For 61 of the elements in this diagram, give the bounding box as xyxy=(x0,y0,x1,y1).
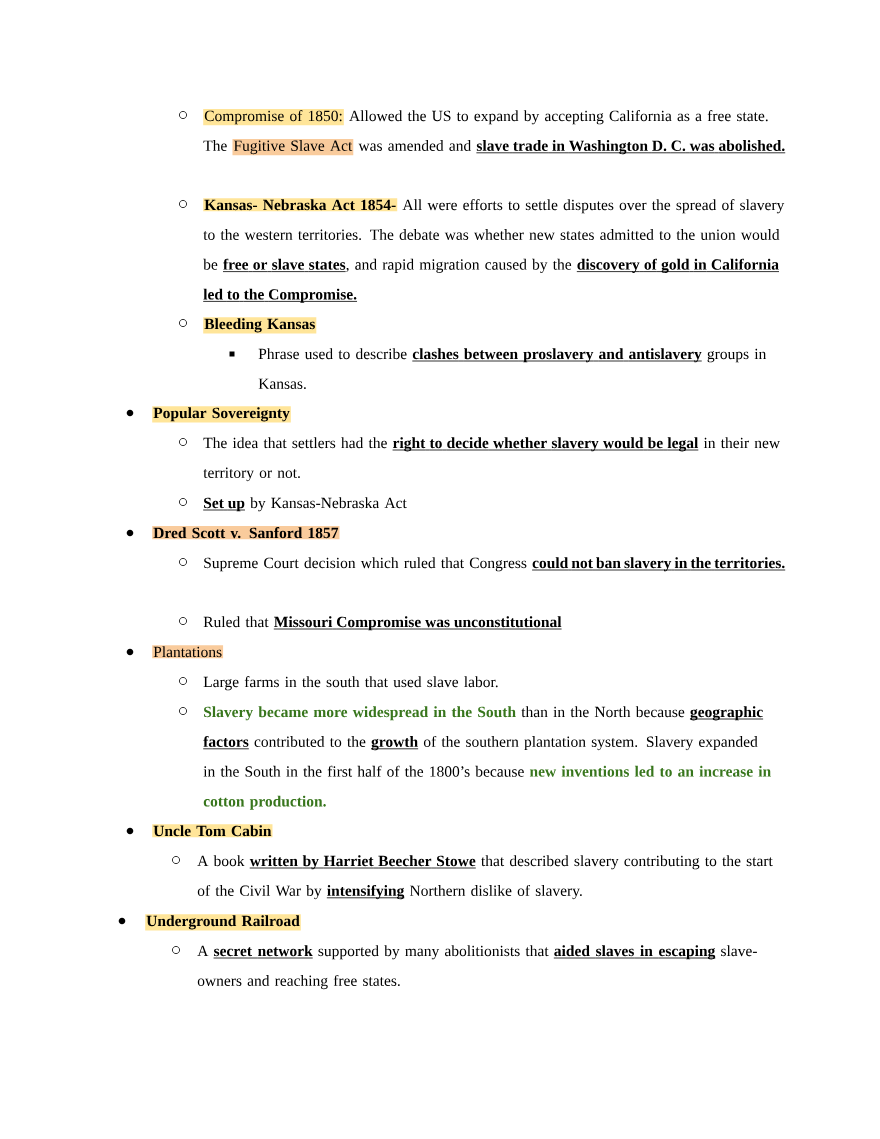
note-text: The idea that settlers had the right to decide whether slavery would be legal in their new territory or not. xyxy=(203,437,781,482)
note-text: A secret network supported by many abolitionists that aided slaves in escaping slave-owners and reaching free states. xyxy=(197,945,757,990)
note-text: A book written by Harriet Beecher Stowe that described slavery contributing to the start of the Civil War by intensifying Northern dislike of slavery. xyxy=(197,855,773,900)
label: right to decide whether slavery would be legal xyxy=(393,437,699,452)
label: supported by many abolitionists that xyxy=(318,945,549,960)
heading-text: Bleeding Kansas xyxy=(203,317,317,334)
label: aided slaves in escaping xyxy=(554,945,716,960)
label: cotton production. xyxy=(203,795,326,810)
heading-text: Uncle Tom Cabin xyxy=(152,824,273,838)
label: slave- xyxy=(721,945,757,957)
label: owners and reaching free states. xyxy=(197,974,400,990)
note-text: Compromise of 1850: Allowed the US to expand by accepting California as a free state. The Fugitive Slave Act was amended and slave trade in Washington D. C. was abolished. xyxy=(203,109,786,156)
label: geographic xyxy=(690,706,763,721)
label: contributed to the xyxy=(254,736,366,747)
label: Allowed the US to expand by accepting California as a free state. xyxy=(349,110,768,125)
label: clashes between proslavery and antislavery xyxy=(412,348,702,363)
label: than in the North because xyxy=(521,706,685,718)
label: free or slave states xyxy=(223,258,346,270)
label: Compromise of 1850: xyxy=(204,110,342,125)
label: secret network xyxy=(214,945,313,957)
note-text: Ruled that Missouri Compromise was unconstitutional xyxy=(203,616,562,631)
label: Northern dislike of slavery. xyxy=(409,884,582,900)
label: to the western territories. The debate was whether new states admitted to the union would xyxy=(203,229,780,241)
label: , and rapid migration caused by the xyxy=(346,258,572,273)
label: led to the Compromise. xyxy=(203,288,357,303)
label: territory or not. xyxy=(203,467,300,482)
label: of the southern plantation system. Slavery expanded xyxy=(423,735,758,751)
heading-text: Underground Railroad xyxy=(145,914,301,931)
label: be xyxy=(203,258,218,270)
label: discovery of gold in California xyxy=(577,258,779,274)
label: that described slavery contributing to the start xyxy=(481,855,773,870)
label: written by Harriet Beecher Stowe xyxy=(249,855,476,870)
note-text: Set up by Kansas-Nebraska Act xyxy=(202,497,407,512)
label: new inventions led to an increase in xyxy=(529,765,771,777)
note-text: Kansas- Nebraska Act 1854- All were efforts to settle disputes over the spread of slavery to the western territories. The debate was whether new states admitted to the union would be free or slave states, and rapid migration caused by the discovery of gold in California led to the Compromise. xyxy=(202,198,785,303)
label: growth xyxy=(371,736,418,751)
label: in the South in the first half of the 1800’s because xyxy=(203,765,524,777)
label: A xyxy=(197,945,209,957)
label: The idea that settlers had the xyxy=(203,437,387,449)
label: slave trade in Washington D. C. was abolished. xyxy=(476,140,785,155)
label: Kansas. xyxy=(258,378,306,390)
note-text: Supreme Court decision which ruled that Congress could not ban slavery in the territories. xyxy=(204,557,786,572)
heading-text: Dred Scott v. Sanford 1857 xyxy=(152,526,340,540)
label: Phrase used to describe xyxy=(258,348,407,360)
note-text: Phrase used to describe clashes between proslavery and antislavery groups in Kansas. xyxy=(258,348,767,389)
heading-text: Popular Sovereignty xyxy=(152,406,291,423)
label: was amended and xyxy=(358,140,472,151)
label: Fugitive Slave Act xyxy=(233,140,353,155)
note-text: Large farms in the south that used slave labor. xyxy=(203,676,498,691)
label: intensifying xyxy=(327,884,405,900)
note-text: Slavery became more widespread in the South than in the North because geographic factors contributed to the growth of the southern plantation system. Slavery expanded in the South in the first half of the 1800’s because new inventions led to an increase in cotton production. xyxy=(202,706,771,810)
label: in their new xyxy=(703,437,781,449)
label: Kansas- Nebraska Act 1854- xyxy=(204,199,396,211)
label: of the Civil War by xyxy=(197,884,322,900)
label: groups in xyxy=(707,348,767,363)
label: All were efforts to settle disputes over the spread of slavery xyxy=(402,199,785,214)
label: factors xyxy=(203,735,249,747)
label: A book xyxy=(197,855,245,867)
heading-text: Plantations xyxy=(152,645,224,659)
label: Slavery became more widespread in the South xyxy=(204,706,516,721)
label: The xyxy=(203,140,227,151)
